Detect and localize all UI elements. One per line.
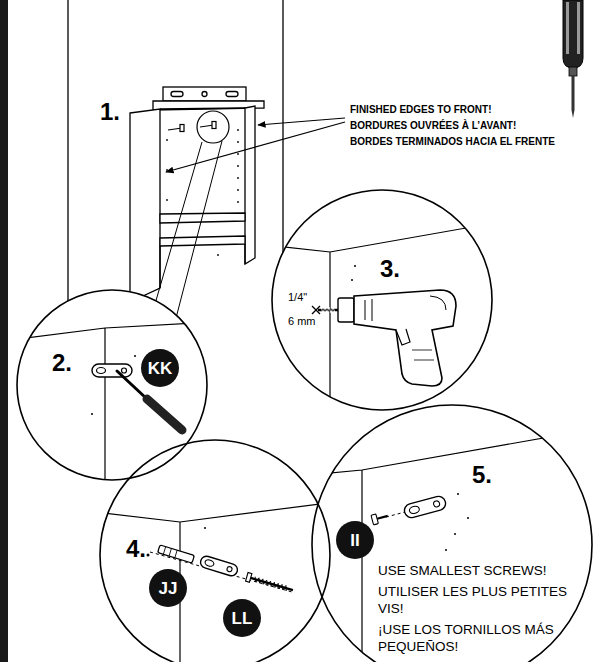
callout-badge: KK: [141, 349, 179, 387]
note-text: ¡USE LOS TORNILLOS MÁS PEQUEÑOS!: [378, 621, 573, 655]
detail-ground: [100, 440, 330, 662]
mounting-rail: [163, 87, 246, 101]
detail-4-art: [95, 502, 335, 662]
detail-5-art: [300, 428, 597, 662]
step-number: 2.: [52, 350, 72, 375]
cabinet-edge: [160, 108, 245, 109]
rail-slot: [171, 92, 183, 97]
detail-circle: 2. KK: [17, 290, 207, 480]
detail-ground: [272, 190, 492, 410]
badge-disc: [149, 569, 187, 607]
edge-arrows: [166, 118, 345, 172]
callout-letter: KK: [141, 349, 179, 387]
cabinet-side: [130, 109, 160, 302]
cabinet-edge: [244, 244, 245, 264]
wall-corner: [68, 0, 283, 305]
cabinet-side: [245, 106, 255, 264]
detail-circle: 3. 1/4" 6 mm: [272, 190, 492, 410]
callout-letter: II: [336, 521, 374, 559]
cabinet: [130, 87, 264, 302]
callout-badge: II: [336, 521, 374, 559]
note-text: UTILISER LES PLUS PETITES VIS!: [378, 583, 573, 617]
detail-ground: [312, 405, 592, 662]
dimension-label: 1/4": [288, 291, 307, 305]
callout-badge: LL: [223, 599, 261, 637]
step-number: 5.: [472, 462, 492, 487]
screwdriver: [563, 0, 583, 118]
step-number: 1.: [100, 98, 120, 127]
step-number: 3.: [380, 256, 400, 281]
detail-highlight: [197, 111, 229, 143]
callout-badge: JJ: [149, 569, 187, 607]
note-text: FINISHED EDGES TO FRONT!: [350, 104, 492, 116]
drill-body: [354, 290, 456, 386]
drill-chuck: [338, 298, 354, 322]
note-text: BORDURES OUVRÉES À L’AVANT!: [350, 120, 516, 132]
screwdriver-handle: [147, 399, 182, 430]
bracket: [403, 495, 447, 519]
badge-disc: [336, 521, 374, 559]
detail-ring: [312, 405, 592, 662]
note-text: USE SMALLEST SCREWS!: [378, 562, 573, 579]
detail-outline: [17, 290, 207, 480]
note-text: BORDES TERMINADOS HACIA EL FRENTE: [350, 136, 555, 148]
wall-anchor: [158, 545, 195, 563]
rail-slot: [226, 92, 238, 97]
rail-hole: [202, 92, 207, 97]
detail-3-art: [265, 222, 500, 420]
detail-ring: [17, 290, 207, 480]
small-screw: [371, 511, 389, 525]
long-screw: [246, 573, 295, 595]
leader-lines: [155, 141, 222, 318]
callout-letter: LL: [223, 599, 261, 637]
dimension-label: 6 mm: [288, 315, 316, 329]
detail-circle: 4.JJ LL: [100, 440, 330, 662]
page-edge-band: [0, 0, 8, 662]
bracket-screws: [168, 122, 216, 132]
bracket: [92, 364, 132, 377]
badge-disc: [223, 599, 261, 637]
detail-ring: [100, 440, 330, 662]
drill-trigger: [396, 329, 410, 345]
shelf-pin-holes: [166, 129, 239, 256]
cabinet-edge: [159, 246, 160, 288]
step-number: 4.: [126, 536, 146, 561]
drill-point: [312, 306, 320, 314]
badge-disc: [141, 349, 179, 387]
callout-letter: JJ: [149, 569, 187, 607]
detail-ring: [272, 190, 492, 410]
detail-circle: 5. USE SMALLEST SCREWS! UTILISER LES PLUS …: [312, 405, 592, 662]
bracket: [199, 555, 239, 578]
